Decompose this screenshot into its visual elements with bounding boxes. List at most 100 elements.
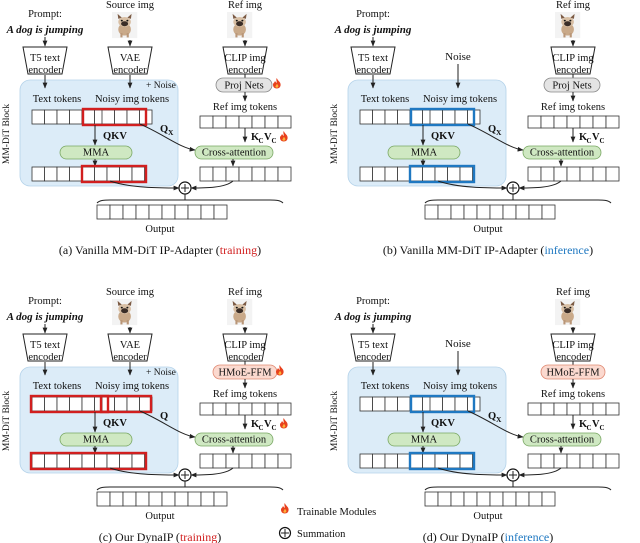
mm-out-highlight	[29, 451, 148, 471]
token-cell	[463, 491, 478, 507]
token-cell	[277, 115, 292, 129]
token-cell	[359, 453, 373, 469]
token-cell	[422, 166, 436, 182]
token-cell	[200, 491, 215, 507]
ref-img-label: Ref img	[556, 0, 591, 11]
token-cell	[109, 204, 124, 220]
encoder-label: T5 text	[30, 340, 60, 351]
token-cell	[553, 402, 568, 416]
caption-c: (c) Our DynaIP (training)	[99, 530, 222, 543]
proj-nets-module-shape	[543, 77, 601, 93]
output-token-row	[424, 204, 556, 220]
qkv-label: QKV	[431, 418, 455, 429]
kv-k-sub: C	[259, 424, 264, 432]
ref-tokens-label: Ref img tokens	[541, 389, 605, 400]
noisy-tokens-label: Noisy img tokens	[423, 94, 497, 105]
img-token-highlight	[81, 107, 148, 127]
prompt-text: A dog is jumping	[334, 311, 412, 323]
encoder-shape	[222, 46, 268, 75]
mm-out-token-row	[359, 453, 473, 469]
token-cell	[372, 109, 386, 125]
token-cell	[264, 453, 279, 469]
token-cell	[106, 453, 120, 469]
token-cell	[174, 204, 189, 220]
ref-token-row	[527, 115, 620, 129]
token-cell	[359, 166, 373, 182]
token-cell	[476, 204, 491, 220]
token-cell	[527, 166, 542, 182]
source-dog-photo	[112, 12, 138, 39]
kv-k: K	[579, 132, 588, 143]
token-cell	[579, 453, 594, 469]
img-token-row	[429, 396, 481, 412]
token-cell	[527, 453, 542, 469]
noise-label: Noise	[445, 338, 471, 350]
token-cell	[527, 115, 542, 129]
token-cell	[213, 204, 228, 220]
encoder-label: CLIP img	[552, 340, 594, 351]
token-cell	[238, 166, 253, 182]
token-cell	[515, 491, 530, 507]
token-cell	[94, 166, 108, 182]
kv-v: V	[264, 132, 272, 143]
token-cell	[56, 396, 70, 412]
token-cell	[459, 166, 473, 182]
sum-in-right	[518, 467, 562, 478]
mm-out-token-row	[31, 453, 145, 469]
img-token-highlight	[409, 107, 476, 127]
sum-in-left	[109, 180, 180, 191]
proj-nets-module-shape	[215, 77, 273, 93]
mmdit-block	[347, 79, 507, 187]
token-cell	[31, 453, 45, 469]
noisy-tokens-label: Noisy img tokens	[423, 381, 497, 392]
token-cell	[528, 491, 543, 507]
mm-out-token-row	[359, 166, 473, 182]
kv-v-sub: C	[600, 424, 605, 432]
token-cell	[96, 204, 111, 220]
encoder-label: CLIP img	[552, 53, 594, 64]
token-cell	[238, 115, 253, 129]
encoder-shape	[350, 46, 396, 75]
encoder-label: encoder	[356, 65, 390, 76]
ref-token-row	[527, 402, 620, 416]
mma-module: MMA	[59, 432, 133, 447]
kv-k: K	[579, 419, 588, 430]
prompt-text: A dog is jumping	[6, 24, 84, 36]
caption-mode: training	[180, 530, 217, 543]
token-cell	[372, 166, 386, 182]
token-cell	[199, 453, 214, 469]
token-cell	[502, 491, 517, 507]
token-cell	[212, 166, 227, 182]
kv-v: V	[592, 419, 600, 430]
token-cell	[384, 109, 398, 125]
token-cell	[553, 115, 568, 129]
caption-mode: inference	[544, 243, 589, 257]
token-cell	[131, 453, 145, 469]
encoder-shape	[107, 46, 153, 75]
token-cell	[566, 402, 581, 416]
token-cell	[434, 453, 448, 469]
ca-out-token-row	[527, 453, 620, 469]
token-cell	[199, 166, 214, 182]
token-cell	[541, 491, 556, 507]
token-cell	[592, 115, 607, 129]
text-tokens-label: Text tokens	[361, 381, 410, 392]
encoder-label: CLIP img	[224, 53, 266, 64]
kv-v: V	[264, 419, 272, 430]
token-cell	[605, 166, 620, 182]
caption-suffix: )	[549, 530, 553, 543]
caption-mode: training	[220, 243, 257, 257]
token-cell	[264, 166, 279, 182]
cross-attention-module-label: Cross-attention	[530, 148, 595, 159]
token-cell	[437, 204, 452, 220]
caption-mode: inference	[505, 530, 550, 543]
q-path	[139, 123, 196, 152]
